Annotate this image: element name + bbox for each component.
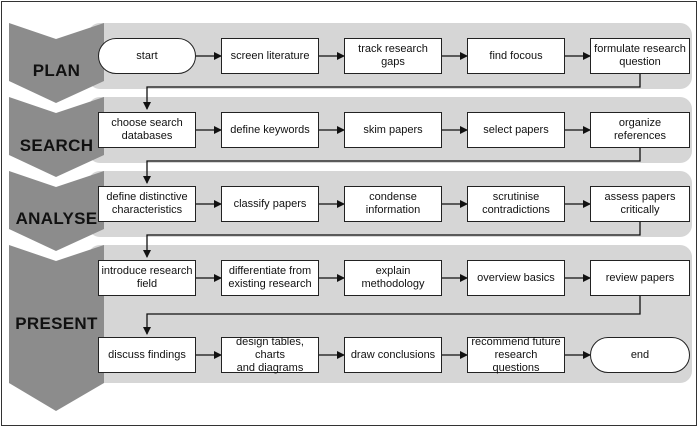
- step-define-distinctive-characteristics: define distinctive characteristics: [98, 186, 196, 222]
- step-review-papers: review papers: [590, 260, 690, 296]
- step-introduce-research-field: introduce research field: [98, 260, 196, 296]
- step-assess-papers-critically: assess papers critically: [590, 186, 690, 222]
- step-select-papers: select papers: [467, 112, 565, 148]
- step-define-keywords: define keywords: [221, 112, 319, 148]
- phase-label-analyse: ANALYSE: [15, 209, 98, 228]
- step-end: end: [590, 337, 690, 373]
- phase-label-search: SEARCH: [19, 136, 94, 155]
- chevron-search: [9, 97, 104, 177]
- step-recommend-future-research-questions: recommend future research questions: [467, 336, 565, 374]
- step-track-research-gaps: track research gaps: [344, 38, 442, 74]
- step-find-focus: find focous: [467, 38, 565, 74]
- phase-label-present: PRESENT: [15, 314, 98, 333]
- step-discuss-findings: discuss findings: [98, 337, 196, 373]
- chevron-present: [9, 245, 104, 411]
- step-start: start: [98, 38, 196, 74]
- step-scrutinise-contradictions: scrutinise contradictions: [467, 186, 565, 222]
- chevron-analyse: [9, 171, 104, 251]
- step-organize-references: organize references: [590, 112, 690, 148]
- step-differentiate-from-existing-research: differentiate from existing research: [221, 260, 319, 296]
- step-draw-conclusions: draw conclusions: [344, 337, 442, 373]
- step-condense-information: condense information: [344, 186, 442, 222]
- step-classify-papers: classify papers: [221, 186, 319, 222]
- chevron-plan: [9, 23, 104, 103]
- step-explain-methodology: explain methodology: [344, 260, 442, 296]
- step-skim-papers: skim papers: [344, 112, 442, 148]
- step-choose-search-databases: choose search databases: [98, 112, 196, 148]
- step-formulate-research-question: formulate research question: [590, 38, 690, 74]
- step-screen-literature: screen literature: [221, 38, 319, 74]
- phase-label-plan: PLAN: [32, 61, 81, 80]
- step-design-tables-charts-diagrams: design tables, charts and diagrams: [221, 336, 319, 374]
- step-overview-basics: overview basics: [467, 260, 565, 296]
